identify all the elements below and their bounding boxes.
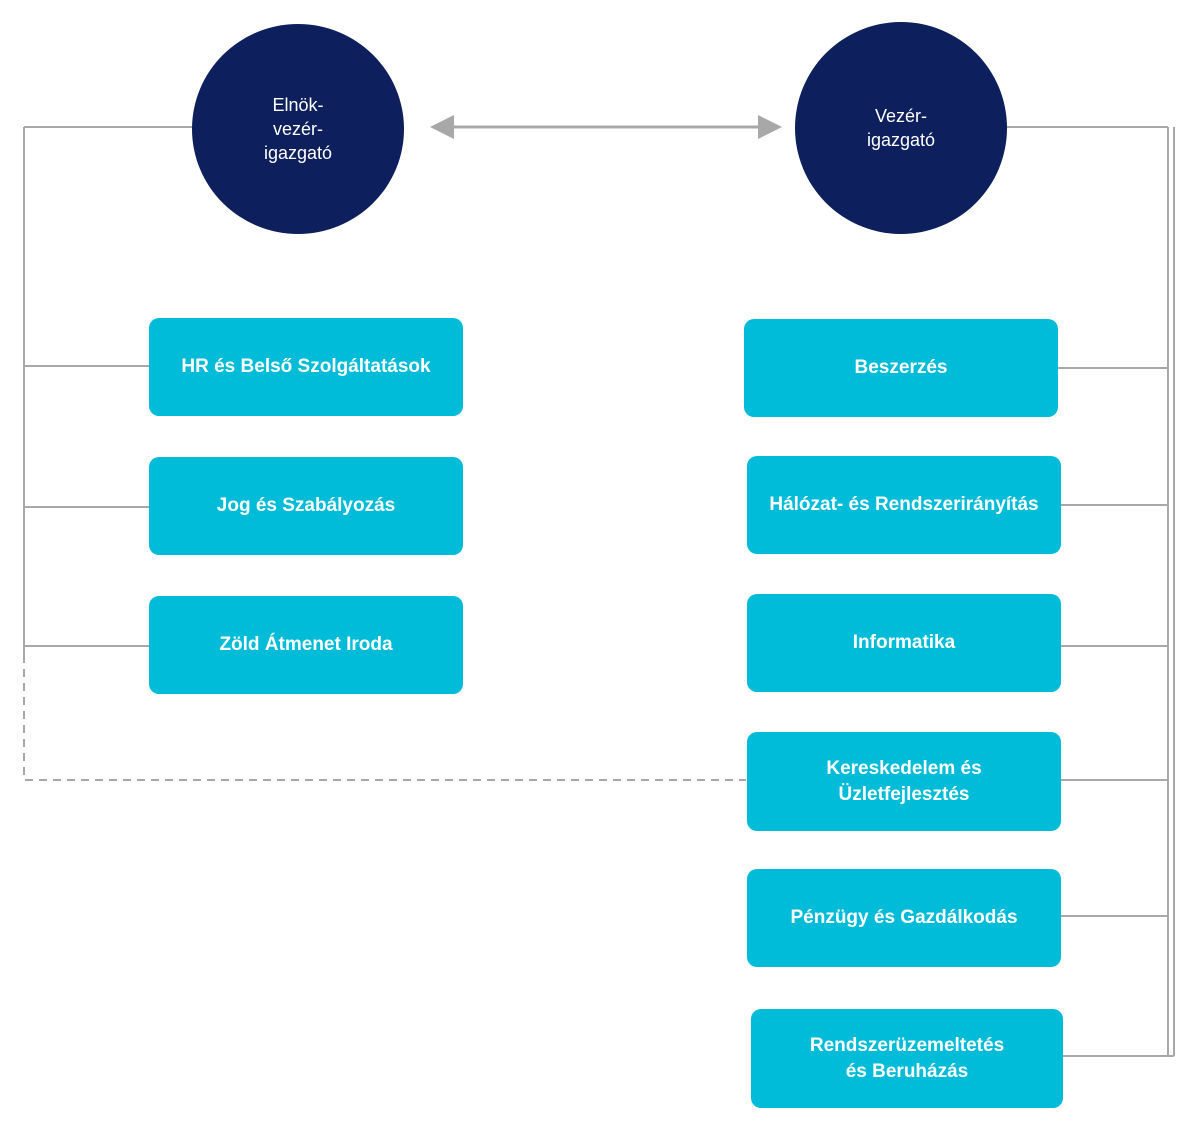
president-ceo-label: Elnök- vezér- igazgató bbox=[264, 93, 332, 165]
unit-box-it: Informatika bbox=[747, 594, 1061, 692]
unit-label: Rendszerüzemeltetés és Beruházás bbox=[810, 1033, 1004, 1085]
unit-box-network: Hálózat- és Rendszerirányítás bbox=[747, 456, 1061, 554]
unit-label: HR és Belső Szolgáltatások bbox=[181, 356, 431, 377]
ceo-label-line: Vezér- bbox=[874, 106, 928, 126]
president-ceo-label-line: igazgató bbox=[263, 143, 333, 163]
unit-label-line: Rendszerüzemeltetés bbox=[809, 1034, 1005, 1056]
ceo-label-line: igazgató bbox=[866, 130, 936, 150]
unit-label: Zöld Átmenet Iroda bbox=[219, 634, 393, 655]
dashed-link-line bbox=[23, 655, 746, 781]
ceo-circle: Vezér- igazgató bbox=[795, 22, 1007, 234]
arrow-head-right-icon bbox=[758, 115, 782, 139]
unit-box-legal: Jog és Szabályozás bbox=[149, 457, 463, 555]
unit-box-procurement: Beszerzés bbox=[744, 319, 1058, 417]
unit-label: Jog és Szabályozás bbox=[216, 495, 396, 516]
unit-label: Kereskedelem és Üzletfejlesztés bbox=[826, 756, 981, 808]
unit-box-commerce: Kereskedelem és Üzletfejlesztés bbox=[747, 732, 1061, 831]
president-ceo-circle: Elnök- vezér- igazgató bbox=[192, 24, 404, 234]
unit-label-line: Üzletfejlesztés bbox=[838, 783, 970, 805]
unit-label-line: Kereskedelem és bbox=[826, 757, 982, 779]
unit-label: Informatika bbox=[852, 632, 956, 653]
unit-label-line: és Beruházás bbox=[845, 1060, 969, 1082]
president-ceo-label-line: Elnök- bbox=[272, 95, 324, 115]
unit-box-hr: HR és Belső Szolgáltatások bbox=[149, 318, 463, 416]
unit-label: Pénzügy és Gazdálkodás bbox=[790, 907, 1018, 928]
unit-label: Beszerzés bbox=[854, 357, 948, 378]
president-ceo-label-line: vezér- bbox=[272, 119, 323, 139]
unit-box-green-transition: Zöld Átmenet Iroda bbox=[149, 596, 463, 694]
unit-box-operations: Rendszerüzemeltetés és Beruházás bbox=[751, 1009, 1063, 1108]
unit-label: Hálózat- és Rendszerirányítás bbox=[769, 494, 1039, 515]
arrow-head-left-icon bbox=[430, 115, 454, 139]
unit-box-finance: Pénzügy és Gazdálkodás bbox=[747, 869, 1061, 967]
ceo-label: Vezér- igazgató bbox=[867, 104, 935, 152]
